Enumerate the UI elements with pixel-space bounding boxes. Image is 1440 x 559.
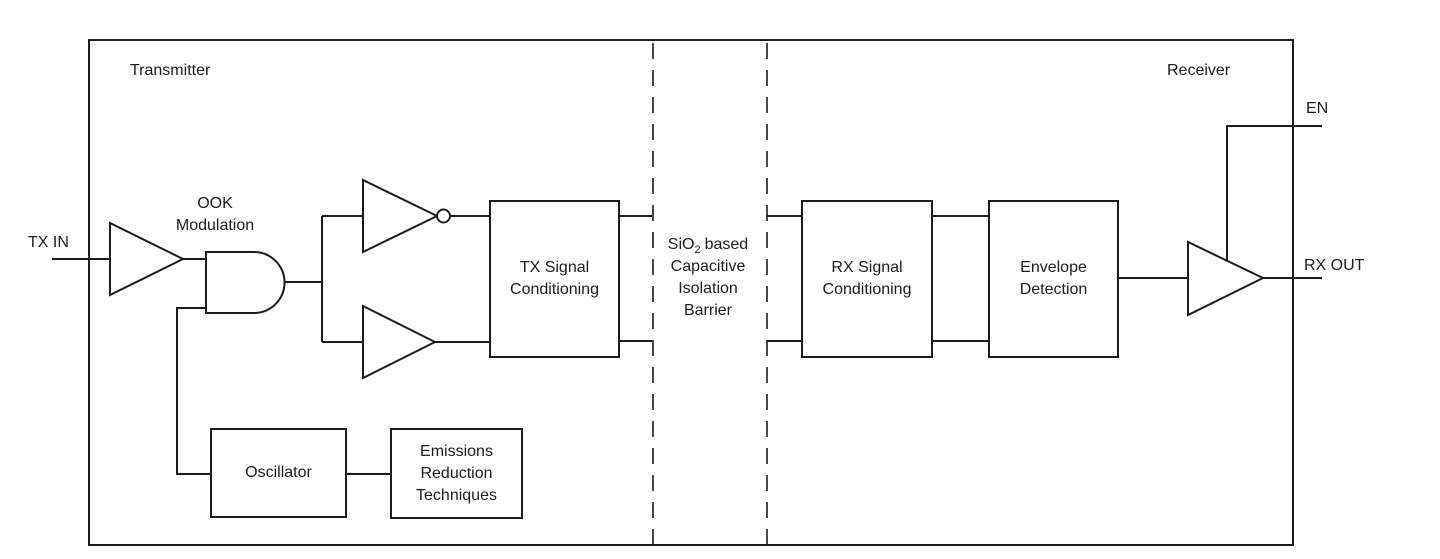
emissions-reduction-line3: Techniques [416, 486, 497, 504]
rx-output-buffer-icon [1187, 240, 1266, 317]
rx-signal-conditioning-block: RX Signal Conditioning [801, 200, 933, 358]
barrier-label-line2: Capacitive [670, 258, 746, 275]
barrier-label-line4: Barrier [683, 302, 732, 319]
barrier-formula-subscript: 2 [694, 244, 701, 257]
ook-modulation-label: OOK Modulation [155, 193, 275, 237]
tx-signal-conditioning-block: TX Signal Conditioning [489, 200, 620, 358]
emissions-reduction-block: Emissions Reduction Techniques [390, 428, 523, 519]
transmitter-region-label: Transmitter [130, 62, 211, 79]
inverter-bubble-icon [436, 208, 451, 224]
device-boundary [88, 39, 1294, 546]
rx-signal-conditioning-line1: RX Signal [831, 259, 903, 276]
barrier-formula-base: SiO [667, 236, 695, 253]
oscillator-label: Oscillator [245, 464, 312, 481]
ook-modulation-line1: OOK [197, 195, 233, 212]
envelope-detection-line1: Envelope [1020, 259, 1087, 276]
emissions-reduction-line2: Reduction [420, 464, 493, 482]
envelope-detection-block: Envelope Detection [988, 200, 1119, 358]
ook-modulation-line2: Modulation [175, 217, 255, 234]
buffer-icon [362, 304, 438, 380]
rx-out-port-label: RX OUT [1304, 257, 1365, 274]
emissions-reduction-line1: Emissions [420, 442, 493, 460]
en-wire [1226, 125, 1322, 261]
en-port-label: EN [1306, 100, 1329, 117]
and-gate-icon [205, 251, 286, 314]
tx-signal-conditioning-line1: TX Signal [519, 259, 590, 276]
barrier-formula-suffix: based [704, 236, 749, 253]
barrier-label-line3: Isolation [678, 280, 738, 297]
envelope-detection-line2: Detection [1019, 281, 1088, 298]
tx-in-port-label: TX IN [28, 234, 69, 251]
tx-input-buffer-icon [109, 221, 186, 297]
oscillator-to-and-wire [176, 307, 210, 475]
inverter-icon [362, 178, 440, 254]
oscillator-block: Oscillator [210, 428, 347, 518]
receiver-region-label: Receiver [1167, 62, 1231, 79]
tx-signal-conditioning-line2: Conditioning [510, 281, 599, 298]
rx-signal-conditioning-line2: Conditioning [822, 281, 912, 298]
